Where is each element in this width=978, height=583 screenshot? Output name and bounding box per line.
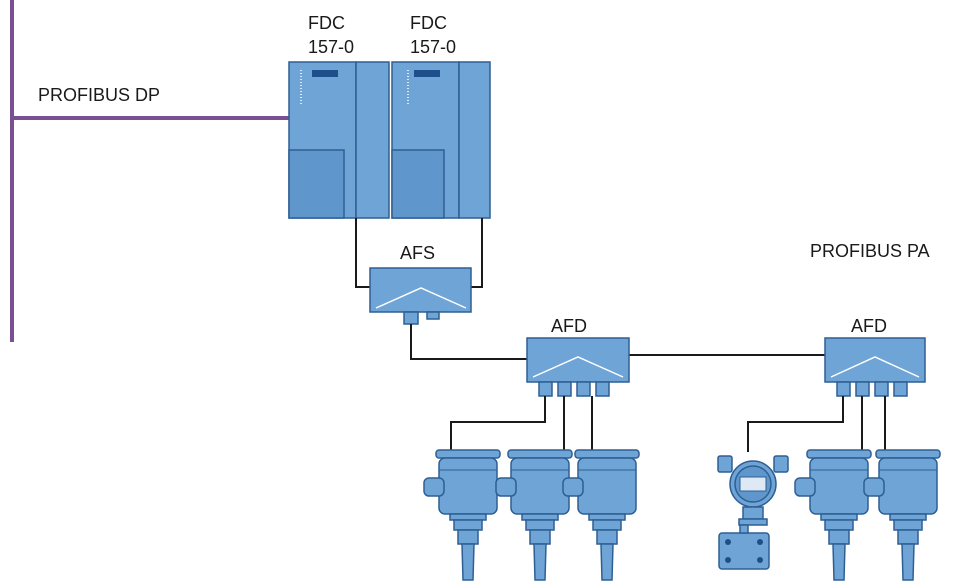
fdc-coupler-2 [392,62,490,218]
afs-module [370,268,471,324]
level-probe-icon [424,450,500,580]
wire-afd2-dev4 [748,396,843,452]
pressure-transmitter-icon [718,456,788,569]
wire-fdc1-afs [356,218,370,287]
wire-afs-afd1 [411,324,527,359]
afd-distributor-1 [527,338,629,396]
level-probe-icon [563,450,639,580]
wire-afd1-dev1 [451,396,545,450]
afd-distributor-2 [825,338,925,396]
level-probe-icon [496,450,572,580]
level-probe-icon [864,450,940,580]
fdc-coupler-1 [289,62,389,218]
wire-fdc2-afs [471,218,482,287]
level-probe-icon [795,450,871,580]
